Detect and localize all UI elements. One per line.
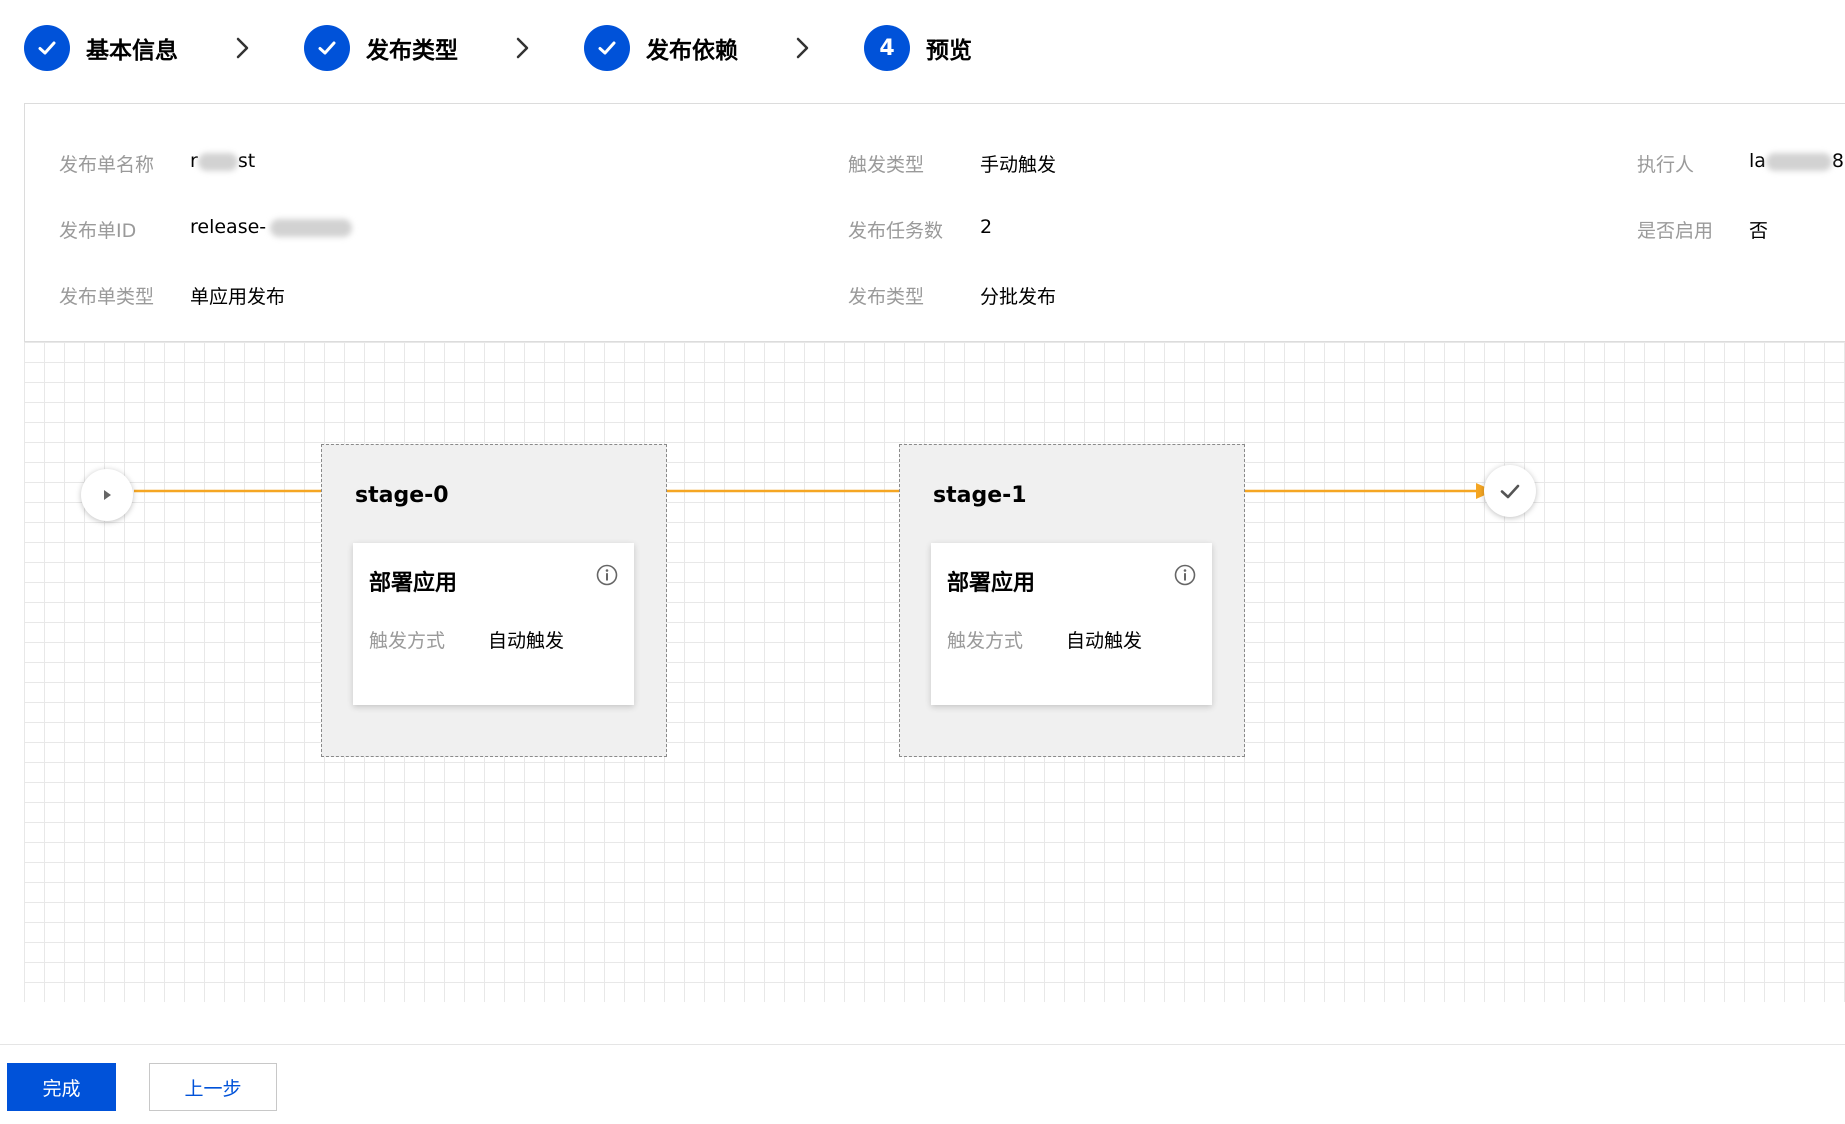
- redacted-text: [197, 152, 238, 171]
- step-label: 预览: [926, 38, 972, 64]
- step-label: 基本信息: [86, 38, 178, 64]
- step-label: 发布类型: [366, 38, 458, 64]
- check-icon: [24, 25, 70, 71]
- release-name-label: 发布单名称: [59, 154, 155, 176]
- chevron-right-icon: [796, 37, 809, 59]
- steps-bar: 基本信息 发布类型 发布依赖 4 预览: [0, 0, 1845, 100]
- release-type-value: 单应用发布: [190, 286, 286, 308]
- enabled-label: 是否启用: [1637, 220, 1714, 242]
- batch-type-value: 分批发布: [980, 286, 1057, 308]
- pipeline-end-node[interactable]: [1484, 465, 1536, 517]
- task-count-label: 发布任务数: [848, 220, 944, 242]
- task-count-value: 2: [980, 216, 993, 238]
- trigger-type-label: 触发类型: [848, 154, 925, 176]
- step-number-badge: 4: [864, 25, 910, 71]
- task-title: 部署应用: [947, 571, 1036, 596]
- pipeline-canvas[interactable]: stage-0 部署应用 触发方式 自动触发 stage-1 部署应用 触发方式…: [24, 342, 1845, 1002]
- redacted-text: [1765, 152, 1832, 171]
- task-title: 部署应用: [369, 571, 458, 596]
- release-id-label: 发布单ID: [59, 220, 137, 242]
- enabled-value: 否: [1749, 220, 1769, 242]
- step-label: 发布依赖: [646, 38, 738, 64]
- check-icon: [304, 25, 350, 71]
- trigger-method-value: 自动触发: [1066, 630, 1143, 652]
- executor-label: 执行人: [1637, 154, 1695, 176]
- chevron-right-icon: [516, 37, 529, 59]
- trigger-method-label: 触发方式: [369, 630, 446, 652]
- task-card[interactable]: 部署应用 触发方式 自动触发: [353, 543, 634, 705]
- trigger-method-value: 自动触发: [488, 630, 565, 652]
- play-icon: [104, 490, 111, 500]
- step-release-type[interactable]: 发布类型: [304, 25, 458, 71]
- info-icon[interactable]: [596, 564, 618, 586]
- batch-type-label: 发布类型: [848, 286, 925, 308]
- finish-button[interactable]: 完成: [7, 1063, 116, 1111]
- step-basic-info[interactable]: 基本信息: [24, 25, 178, 71]
- release-id-value: release-: [190, 216, 353, 238]
- trigger-method-label: 触发方式: [947, 630, 1024, 652]
- check-icon: [584, 25, 630, 71]
- pipeline-start-node[interactable]: [81, 469, 133, 521]
- previous-step-button[interactable]: 上一步: [149, 1063, 277, 1111]
- step-release-dependency[interactable]: 发布依赖: [584, 25, 738, 71]
- release-type-label: 发布单类型: [59, 286, 155, 308]
- task-card[interactable]: 部署应用 触发方式 自动触发: [931, 543, 1212, 705]
- step-preview[interactable]: 4 预览: [864, 25, 972, 71]
- info-icon[interactable]: [1174, 564, 1196, 586]
- trigger-type-value: 手动触发: [980, 154, 1057, 176]
- stage-box-1[interactable]: stage-1 部署应用 触发方式 自动触发: [899, 444, 1245, 757]
- redacted-text: [270, 218, 353, 237]
- chevron-right-icon: [236, 37, 249, 59]
- stage-title: stage-1: [933, 483, 1027, 508]
- check-icon: [1500, 484, 1520, 499]
- footer-actions: 完成 上一步: [0, 1044, 1845, 1124]
- stage-box-0[interactable]: stage-0 部署应用 触发方式 自动触发: [321, 444, 667, 757]
- stage-title: stage-0: [355, 483, 449, 508]
